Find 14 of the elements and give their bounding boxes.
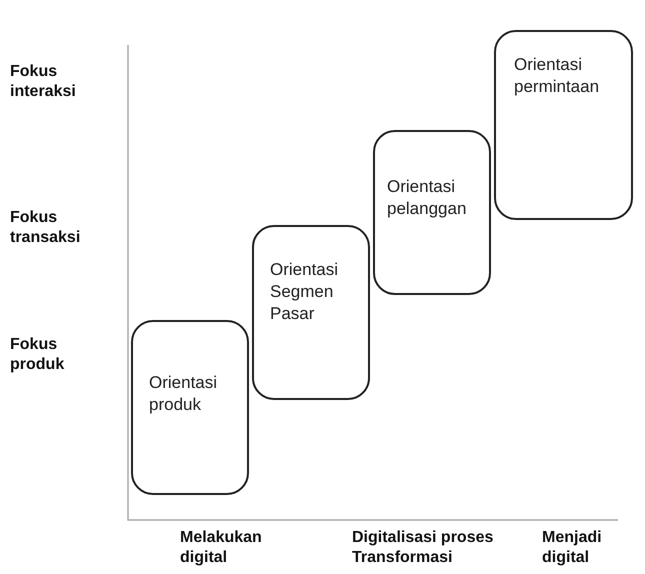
axis-label: Digitalisasi proses Transformasi — [352, 528, 494, 568]
axis-label: Fokus produk — [10, 335, 66, 375]
axis-label: Fokus transaksi — [10, 208, 82, 248]
rounded-box — [373, 130, 491, 295]
rounded-box — [131, 320, 249, 495]
box-label: Orientasi permintaan — [514, 54, 600, 98]
box-label: Orientasi Segmen Pasar — [270, 259, 340, 325]
axis-label: Menjadi digital — [542, 528, 603, 568]
rounded-box — [252, 225, 370, 400]
axis-label: Melakukan digital — [180, 528, 263, 568]
rounded-box — [494, 30, 633, 220]
box-label: Orientasi produk — [149, 372, 218, 416]
axis-label: Fokus interaksi — [10, 62, 77, 102]
box-label: Orientasi pelanggan — [387, 176, 468, 220]
